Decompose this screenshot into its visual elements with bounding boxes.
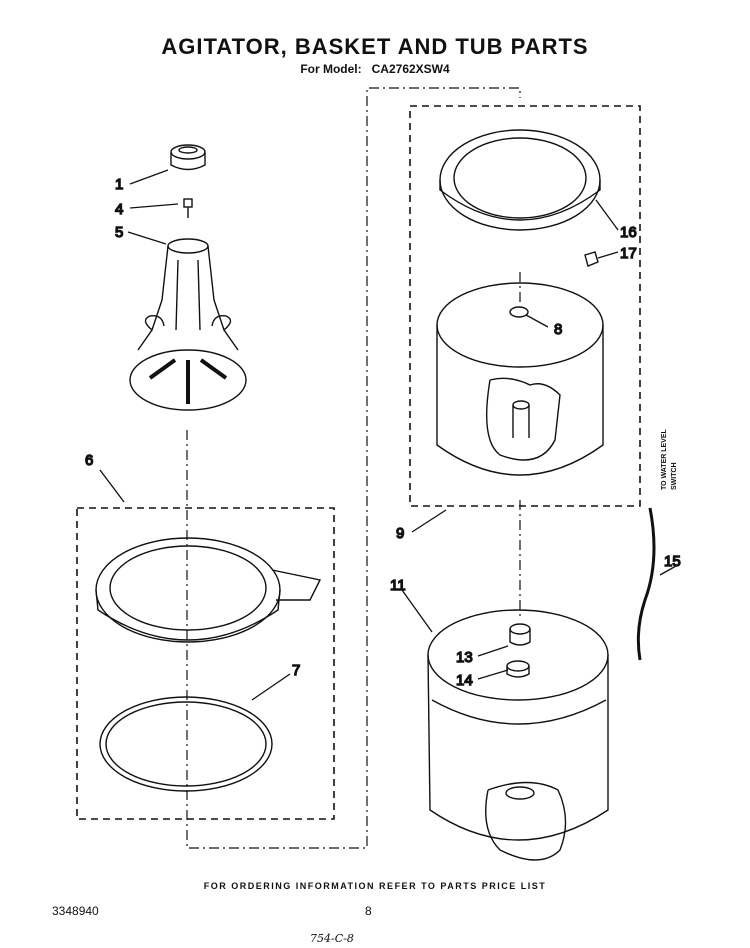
basket-group-box <box>409 105 641 507</box>
callout-1: 1 <box>115 176 123 193</box>
ring-clip <box>584 251 599 267</box>
handwritten-note: 754-C-8 <box>310 932 354 945</box>
wash-basket <box>436 282 604 476</box>
callout-9: 9 <box>396 525 404 542</box>
side-label-line-2: SWITCH <box>671 462 678 490</box>
callout-16: 16 <box>620 224 637 241</box>
callout-5: 5 <box>115 224 123 241</box>
page-number: 8 <box>365 904 372 918</box>
agitator <box>129 238 247 411</box>
callout-6: 6 <box>85 452 93 469</box>
page-title: AGITATOR, BASKET AND TUB PARTS <box>161 34 589 59</box>
model-label: For Model: <box>300 62 362 76</box>
callout-7: 7 <box>292 662 300 679</box>
seal-group-box <box>76 507 335 820</box>
tub-bearing <box>506 660 530 678</box>
callout-8: 8 <box>554 321 562 338</box>
assembly-path <box>186 87 521 849</box>
model-line: For Model: CA2762XSW4 <box>0 62 750 76</box>
water-level-hose <box>636 507 656 661</box>
agitator-fastener <box>183 198 193 218</box>
seal-ring <box>99 696 273 792</box>
callout-14: 14 <box>456 672 473 689</box>
tub-cover <box>95 537 322 643</box>
water-level-switch-label: TO WATER LEVEL SWITCH <box>661 428 678 490</box>
callout-4: 4 <box>115 201 123 218</box>
document-number: 3348940 <box>52 904 99 918</box>
model-number: CA2762XSW4 <box>371 62 450 76</box>
outer-tub <box>427 609 609 861</box>
callout-15: 15 <box>664 553 681 570</box>
agitator-cap <box>170 144 206 171</box>
callout-11: 11 <box>390 577 406 594</box>
leader-lines <box>99 169 677 701</box>
callout-13: 13 <box>456 649 473 666</box>
tub-seal <box>509 623 531 646</box>
tub-ring <box>439 129 601 231</box>
callout-17: 17 <box>620 245 637 262</box>
side-label-line-1: TO WATER LEVEL <box>661 428 668 490</box>
ordering-note: FOR ORDERING INFORMATION REFER TO PARTS … <box>203 881 547 891</box>
